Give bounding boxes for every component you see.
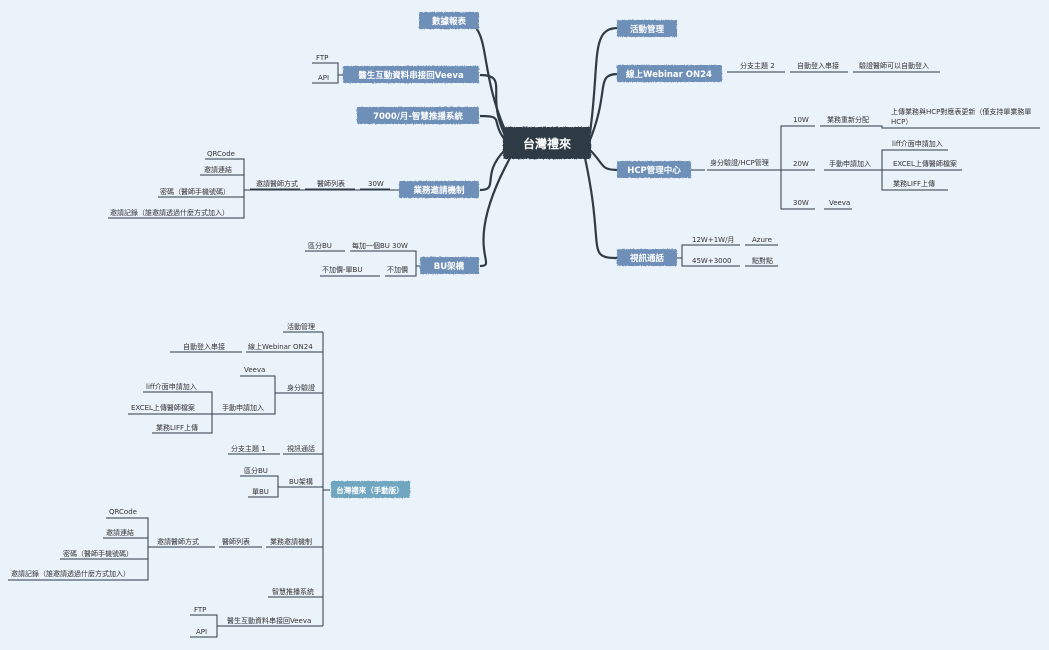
leaf-identity: 身分驗證/HCP管理 <box>710 158 769 167</box>
m2-manual: 手動申請加入 <box>222 403 264 412</box>
m2-liff-join: liff介面申請加入 <box>146 382 197 391</box>
map1-center-label: 台灣禮來 <box>523 136 571 151</box>
leaf-excel-upload: EXCEL上傳醫師檔案 <box>893 159 957 168</box>
leaf-doctor-list: 醫師列表 <box>317 179 345 188</box>
m2-doctor-list: 醫師列表 <box>222 537 250 546</box>
m2-invite-record: 邀請記錄（誰邀請透過什麼方式加入） <box>11 569 130 578</box>
leaf-liff-upload: 業務LIFF上傳 <box>893 179 935 188</box>
topic-activity[interactable]: 活動管理 <box>630 24 665 35</box>
m2-auto-login: 自動登入串接 <box>183 342 225 351</box>
leaf-bu-split: 區分BU <box>308 241 332 250</box>
m2-bu-split: 區分BU <box>244 466 268 475</box>
m2-bu-single: 單BU <box>252 488 269 496</box>
leaf-invite-method: 邀請醫師方式 <box>256 179 298 188</box>
leaf-liff-join: liff介面申請加入 <box>892 139 943 148</box>
leaf-upload-map-1: 上傳業務與HCP對應表更新（僅支持單業務單 <box>891 107 1031 116</box>
topic-video-call[interactable]: 視訊通話 <box>629 253 665 264</box>
leaf-10w: 10W <box>793 116 809 124</box>
m2-invite-method: 邀請醫師方式 <box>157 537 199 546</box>
leaf-api: API <box>318 74 329 82</box>
leaf-password: 密碼（醫師手機號碼） <box>160 187 230 196</box>
topic-smart-push[interactable]: 7000/月-智慧推播系統 <box>373 111 463 122</box>
leaf-p2p: 點對點 <box>752 256 773 265</box>
leaf-branch2: 分支主題 2 <box>740 61 775 70</box>
topic-invite-mechanism[interactable]: 業務邀請機制 <box>412 185 465 196</box>
m2-qrcode: QRCode <box>109 508 137 516</box>
m2-excel: EXCEL上傳醫師檔案 <box>131 403 195 412</box>
leaf-bu-noadd: 不加價 <box>387 265 408 274</box>
leaf-20w: 20W <box>793 160 809 168</box>
map1-branch-lines <box>108 62 1040 277</box>
leaf-manual-join: 手動申請加入 <box>829 159 871 168</box>
map1-center-node[interactable]: 台灣禮來 <box>523 136 571 151</box>
leaf-azure: Azure <box>752 236 772 244</box>
m2-invite-link: 邀請連結 <box>106 528 134 537</box>
m2-video: 視訊通話 <box>287 444 315 453</box>
leaf-invite-link: 邀請連結 <box>204 165 232 174</box>
m2-password: 密碼（醫師手機號碼） <box>63 549 133 558</box>
map2-root-node[interactable]: 台灣禮來（手動版） <box>331 481 410 498</box>
m2-invite: 業務邀請機制 <box>270 537 312 546</box>
map1-left-topics: 數據報表 醫生互動資料串接回Veeva 7000/月-智慧推播系統 業務邀請機制… <box>358 16 466 272</box>
m2-webinar: 線上Webinar ON24 <box>248 342 313 351</box>
topic-webinar[interactable]: 線上Webinar ON24 <box>626 69 712 80</box>
leaf-verify-login: 驗證醫師可以自動登入 <box>859 61 929 70</box>
leaf-upload-map-2: HCP） <box>891 118 912 126</box>
leaf-auto-login: 自動登入串接 <box>797 61 839 70</box>
map1-topics <box>343 12 722 274</box>
leaf-ftp: FTP <box>316 54 328 62</box>
m2-identity: 身分驗證 <box>287 383 315 392</box>
map2-lines <box>8 331 330 638</box>
m2-ftp: FTP <box>194 606 206 614</box>
topic-data-report[interactable]: 數據報表 <box>432 16 467 27</box>
leaf-30w: 30W <box>368 180 384 188</box>
leaf-reassign: 業務重新分配 <box>827 115 869 124</box>
topic-veeva-sync[interactable]: 醫生互動資料串接回Veeva <box>358 70 464 81</box>
map2-labels: 活動管理 線上Webinar ON24 自動登入串接 身分驗證 Veeva 手動… <box>11 322 315 636</box>
leaf-invite-record: 邀請記錄（誰邀請透過什麼方式加入） <box>110 208 229 217</box>
m2-bu: BU架構 <box>289 477 313 486</box>
map1-right-topics: 活動管理 線上Webinar ON24 HCP管理中心 視訊通話 <box>626 24 712 264</box>
m2-veeva-sync: 醫生互動資料串接回Veeva <box>227 616 311 625</box>
topic-bu-structure[interactable]: BU架構 <box>434 261 465 272</box>
leaf-30w-tier: 30W <box>793 199 809 207</box>
map1-leaf-labels: FTP API 30W 醫師列表 邀請醫師方式 QRCode 邀請連結 密碼（醫… <box>110 54 1031 274</box>
leaf-azure-price: 12W+1W/月 <box>692 236 734 244</box>
leaf-bu-single: 不加價-單BU <box>322 265 362 274</box>
leaf-bu-add: 每加一個BU 30W <box>352 241 408 250</box>
m2-veeva: Veeva <box>244 366 265 374</box>
leaf-p2p-price: 45W+3000 <box>692 257 732 265</box>
leaf-qrcode: QRCode <box>207 150 235 158</box>
m2-api: API <box>196 628 207 636</box>
topic-hcp-center[interactable]: HCP管理中心 <box>627 165 681 176</box>
map2-root-label: 台灣禮來（手動版） <box>336 485 404 495</box>
m2-smart-push: 智慧推播系統 <box>272 587 314 596</box>
m2-liff-upload: 業務LIFF上傳 <box>156 423 198 432</box>
leaf-veeva: Veeva <box>829 199 850 207</box>
m2-activity: 活動管理 <box>287 322 315 331</box>
m2-branch1: 分支主題 1 <box>231 444 266 453</box>
